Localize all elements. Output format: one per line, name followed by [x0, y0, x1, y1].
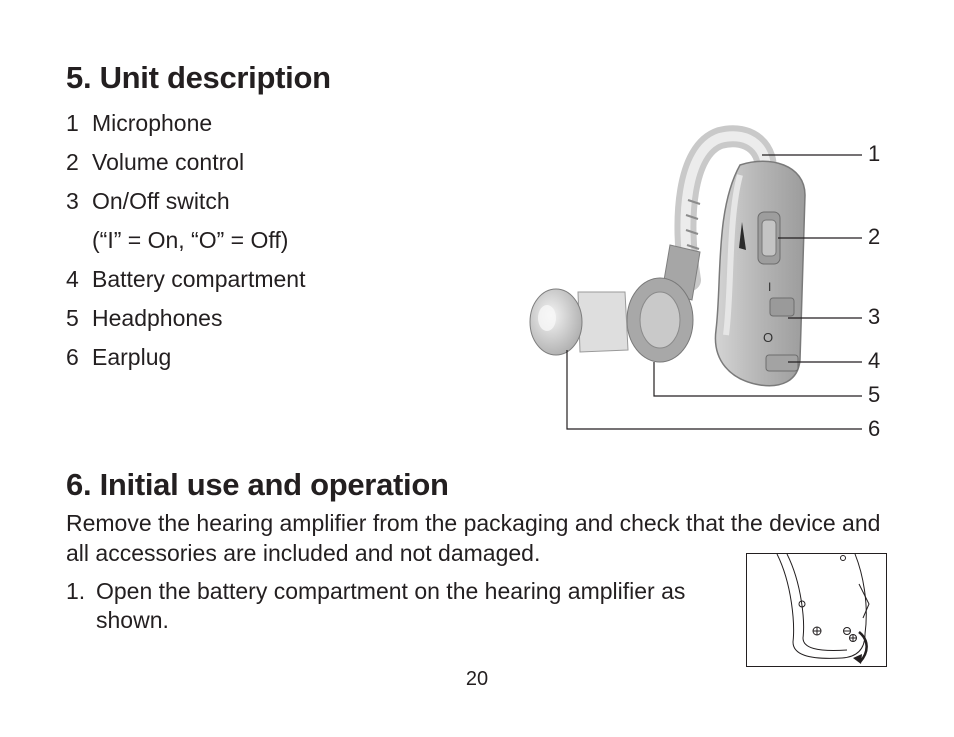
item-label: Volume control [92, 149, 245, 175]
item-number: 6 [66, 344, 79, 370]
list-item: 2 Volume control [66, 147, 305, 186]
section-6-title: 6. Initial use and operation [66, 467, 449, 502]
callout-1: 1 [868, 141, 880, 166]
item-number: 3 [66, 188, 79, 214]
switch-on-mark: I [768, 280, 771, 294]
callout-2: 2 [868, 224, 880, 249]
volume-direction-icon [739, 222, 746, 250]
item-label: On/Off switch [92, 188, 230, 214]
item-label: Battery compartment [92, 266, 306, 292]
list-item: 4 Battery compartment [66, 264, 305, 303]
step-1: 1. Open the battery compartment on the h… [66, 577, 726, 635]
list-item: 6 Earplug [66, 342, 305, 381]
callout-4: 4 [868, 348, 880, 373]
callout-5: 5 [868, 382, 880, 407]
intro-paragraph: Remove the hearing amplifier from the pa… [66, 510, 881, 566]
item-number: 2 [66, 149, 79, 175]
item-label: Microphone [92, 110, 213, 136]
list-item: 1 Microphone [66, 108, 305, 147]
item-label: (“I” = On, “O” = Off) [92, 227, 289, 253]
list-item: (“I” = On, “O” = Off) [66, 225, 305, 264]
battery-opening-illustration [746, 553, 887, 667]
step-number: 1. [66, 578, 86, 604]
item-label: Headphones [92, 305, 223, 331]
list-item: 3 On/Off switch [66, 186, 305, 225]
list-item: 5 Headphones [66, 303, 305, 342]
step-text: Open the battery compartment on the hear… [96, 578, 686, 633]
callout-3: 3 [868, 304, 880, 329]
switch-off-mark: O [763, 330, 773, 345]
item-number: 1 [66, 110, 79, 136]
open-direction-arrow-icon [858, 631, 868, 663]
battery-compartment-drawing [776, 553, 870, 664]
component-list: 1 Microphone 2 Volume control 3 On/Off swit… [66, 108, 305, 381]
page-number: 20 [465, 668, 489, 690]
callout-6: 6 [868, 416, 880, 441]
item-number: 5 [66, 305, 79, 331]
item-label: Earplug [92, 344, 172, 370]
section-5-title: 5. Unit description [66, 60, 331, 95]
item-number: 4 [66, 266, 79, 292]
